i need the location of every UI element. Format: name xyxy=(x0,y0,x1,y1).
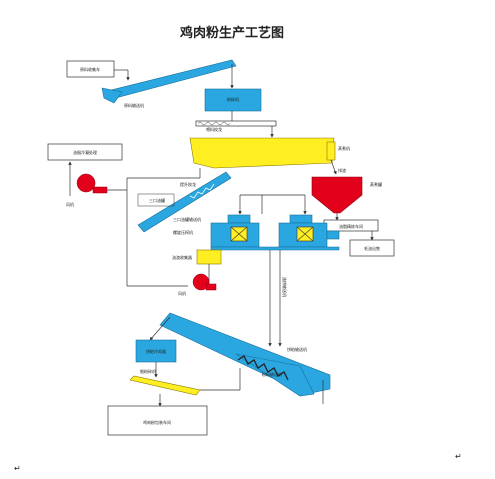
screw-lift-label: 提升绞龙 xyxy=(180,181,196,187)
pellet-to-cooler xyxy=(149,316,171,341)
cooker xyxy=(189,137,335,169)
exhaust-box xyxy=(47,143,123,161)
cursor-mark-right: ↵ xyxy=(455,452,462,461)
oil-sale-box xyxy=(349,239,395,257)
raw-material-label: 原料收集车 xyxy=(80,66,100,72)
fan-1 xyxy=(76,173,96,193)
exhaust-label: 油烟冷凝处理 xyxy=(73,149,97,155)
final-label: 鸡肉粉包装车间 xyxy=(143,419,171,425)
cooler-label: 饼粕冷却器 xyxy=(146,348,166,354)
oil-drain-box xyxy=(196,249,222,265)
press-left-x xyxy=(230,226,248,242)
fan-2 xyxy=(192,273,210,291)
screw-lift-spiral xyxy=(189,183,215,199)
red-tank xyxy=(311,176,363,214)
oil-tank-label: 三口油罐 xyxy=(149,197,165,203)
fan-2-outlet xyxy=(205,283,217,291)
cake-conveyor-right-label: 油饼输送机 xyxy=(282,277,288,297)
pellet-conveyor-label: 粉料输送机 xyxy=(262,371,282,377)
press-left-top xyxy=(227,214,251,224)
fan-2-label: 风机 xyxy=(178,290,186,296)
screw-feeder xyxy=(195,120,277,127)
oil-sale-label: 毛油出售 xyxy=(364,245,380,251)
fine-crusher xyxy=(129,375,201,396)
red-tank-label: 蒸煮罐 xyxy=(370,181,382,187)
oil-tank-area xyxy=(137,193,175,207)
press-base-rail xyxy=(210,246,340,251)
raw-material-box xyxy=(66,60,115,78)
screw-feeder-spiral xyxy=(197,121,231,126)
cake-conveyor-mid-label: 饼粕输送机 xyxy=(287,346,307,352)
cooker-to-red xyxy=(330,159,337,175)
fan-1-label: 风机 xyxy=(66,201,74,207)
crusher-label: 粉碎机 xyxy=(227,96,239,102)
crusher-box xyxy=(204,88,262,112)
feed-conveyor-label: 原料输送机 xyxy=(124,102,144,108)
oil-drain-label: 油渣收集器 xyxy=(172,254,192,260)
pellet-conveyor-spiral xyxy=(237,355,289,381)
press-right-end xyxy=(326,230,340,240)
final-box xyxy=(107,405,208,436)
fan-1-outlet xyxy=(92,186,108,194)
screw-lift xyxy=(137,171,232,233)
cursor-mark-left: ↵ xyxy=(14,464,21,473)
press-right-top xyxy=(289,214,313,224)
cooker-end-cap xyxy=(326,141,336,161)
press-right-x xyxy=(296,226,314,242)
fine-crusher-label: 细粉碎机 xyxy=(140,368,156,374)
oil-screw-label: 三口油罐输送机 xyxy=(173,216,201,222)
press-left-label: 螺旋压榨机 xyxy=(173,229,193,235)
cooker-label: 蒸煮机 xyxy=(338,145,350,151)
drain-label: 排渣 xyxy=(338,167,346,173)
screw-feeder-label: 喂料绞龙 xyxy=(206,126,222,132)
diagram-title: 鸡肉粉生产工艺图 xyxy=(179,25,284,41)
feed-conveyor-hopper xyxy=(101,87,123,104)
pellet-conveyor-trough xyxy=(235,353,315,397)
oil-treat-label: 油脂精炼车间 xyxy=(339,223,363,229)
